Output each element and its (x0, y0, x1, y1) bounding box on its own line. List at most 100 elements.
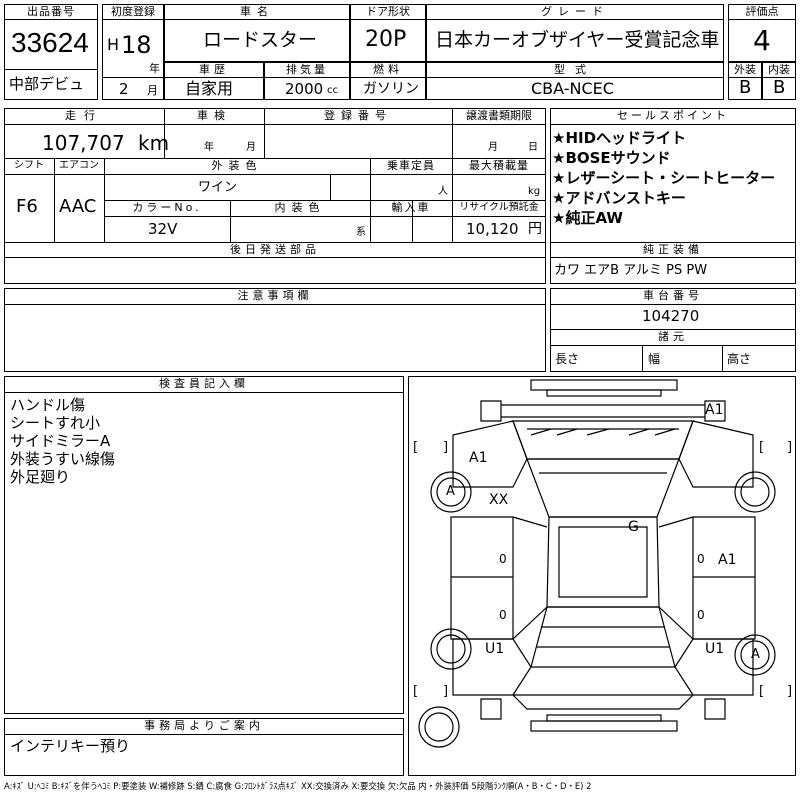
bracket: [ (413, 684, 419, 699)
shift-label: シフト (14, 160, 44, 171)
grade-label: グレード (427, 5, 723, 20)
int-color-unit: 系 (356, 227, 366, 238)
car-outline-svg (418, 379, 776, 748)
capacity-label: 乗車定員 (387, 159, 435, 172)
score: 4 (753, 24, 771, 57)
color-no: 32V (148, 220, 178, 238)
mark-a1-right: A1 (718, 552, 737, 568)
later-parts-label: 後日発送部品 (230, 243, 320, 256)
sales-points-block (550, 108, 796, 284)
int-color-label: 内装色 (274, 201, 326, 214)
ext-grade: B (739, 77, 752, 98)
bracket: [ (759, 684, 765, 699)
mark-g: G (628, 519, 639, 535)
mark-zero: 0 (499, 608, 507, 622)
int-label: 内装 (763, 63, 795, 78)
grade: 日本カーオブザイヤー受賞記念車 (435, 29, 720, 51)
ac: AAC (59, 196, 97, 217)
bracket: ] (443, 440, 449, 455)
mark-xx: XX (489, 492, 509, 508)
color-label: 外装色 (211, 159, 263, 172)
int-grade-cell: 内装 B (762, 62, 796, 100)
mileage: 107,707 (42, 131, 125, 155)
inspector-label: 検査員記入欄 (159, 377, 249, 390)
chassis-label: 車台番号 (643, 289, 703, 302)
year-unit: 年 (149, 62, 160, 75)
bracket: ] (787, 684, 793, 699)
inspector-line: 外足廻り (10, 468, 71, 486)
mark-zero: 0 (697, 552, 705, 566)
fuel-cell: 燃料 ガソリン (350, 62, 426, 100)
displacement-label: 排気量 (265, 63, 349, 78)
ext-grade-cell: 外装 B (728, 62, 762, 100)
lot-number-cell: 出品番号 33624 中部デビュ (4, 4, 98, 100)
transfer-label: 譲渡書類期限 (466, 109, 532, 122)
inspector-line: シートすれ小 (10, 414, 101, 432)
inspector-line: ハンドル傷 (10, 396, 86, 414)
sales-point-item: ★アドバンストキー (552, 189, 686, 207)
mark-zero: 0 (499, 552, 507, 566)
notes-block (4, 288, 546, 372)
displacement-unit: cc (327, 85, 338, 96)
inspector-notes: ハンドル傷 シートすれ小 サイドミラーA 外装うすい線傷 外足廻り (10, 396, 115, 486)
history-cell: 車歴 自家用 (164, 62, 264, 100)
notes-label: 注意事項欄 (237, 289, 313, 302)
inspector-line: 外装うすい線傷 (10, 450, 116, 468)
details-block (4, 108, 546, 284)
dims-label: 諸元 (658, 330, 688, 343)
chassis-block (550, 288, 796, 372)
inspector-line: サイドミラーA (10, 432, 111, 450)
lot-number: 33624 (11, 27, 89, 58)
mark-a-rear-right-wheel: A (751, 647, 760, 662)
length-label: 長さ (555, 352, 580, 366)
inspector-block (4, 376, 404, 714)
ext-label: 外装 (729, 63, 761, 78)
recycle-unit: 円 (528, 221, 542, 237)
legend: A:ｷｽﾞ U:ﾍｺﾐ B:ｷｽﾞを伴うﾍｺﾐ P:要塗装 W:補修跡 S:錆 … (4, 781, 592, 791)
transfer-month-unit: 月 (488, 142, 498, 153)
sales-point-item: ★HIDヘッドライト (552, 129, 687, 147)
reg-year: 18 (121, 31, 152, 59)
car-name-cell: 車名 ロードスター (164, 4, 350, 62)
history: 自家用 (185, 79, 234, 98)
mark-u1-rear-left: U1 (485, 641, 505, 657)
model-cell: 型式 CBA-NCEC (426, 62, 724, 100)
displacement-cell: 排気量 2000 cc (264, 62, 350, 100)
history-label: 車歴 (165, 63, 263, 78)
inspection-month-unit: 月 (246, 142, 256, 153)
sales-point-item: ★BOSEサウンド (552, 149, 671, 167)
car-name: ロードスター (203, 29, 318, 51)
header-block (4, 4, 796, 104)
capacity-unit: 人 (438, 186, 448, 197)
door-type: 20P (365, 27, 407, 52)
sales-points-list: ★HIDヘッドライト ★BOSEサウンド ★レザーシート・シートヒーター ★アド… (552, 128, 794, 228)
fuel-label: 燃料 (351, 63, 425, 78)
shift: F6 (16, 196, 38, 217)
int-grade: B (773, 77, 786, 98)
inspection-year-unit: 年 (204, 142, 214, 153)
inspection-label: 車検 (197, 109, 231, 122)
era: H (107, 35, 120, 54)
bracket: ] (787, 440, 793, 455)
recycle: 10,120 (466, 220, 519, 238)
score-label: 評価点 (729, 5, 795, 20)
damage-diagram: A1 A1 A XX G A1 U1 U1 A 0 0 0 0 [ ] [ ] … (408, 376, 796, 776)
mark-a1-top-right: A1 (705, 402, 724, 418)
model: CBA-NCEC (531, 79, 614, 98)
ac-label: エアコン (59, 160, 99, 171)
office-value: インテリキー預り (10, 737, 131, 755)
transfer-day-unit: 日 (528, 142, 538, 153)
car-name-label: 車名 (165, 5, 349, 20)
office-label: 事務局よりご案内 (144, 719, 264, 732)
bracket: [ (759, 440, 765, 455)
grade-cell: グレード 日本カーオブザイヤー受賞記念車 (426, 4, 724, 62)
color-no-label: カラーNo. (132, 201, 202, 214)
reg-no-label: 登録番号 (324, 109, 392, 122)
fuel: ガソリン (363, 81, 419, 97)
recycle-label: リサイクル預託金 (459, 202, 539, 213)
color: ワイン (198, 180, 238, 195)
mark-a1-front-left: A1 (469, 450, 488, 466)
mark-u1-rear-right: U1 (705, 641, 725, 657)
import-label: 輸入車 (391, 201, 431, 214)
debut-text: 中部デビュ (9, 75, 85, 93)
